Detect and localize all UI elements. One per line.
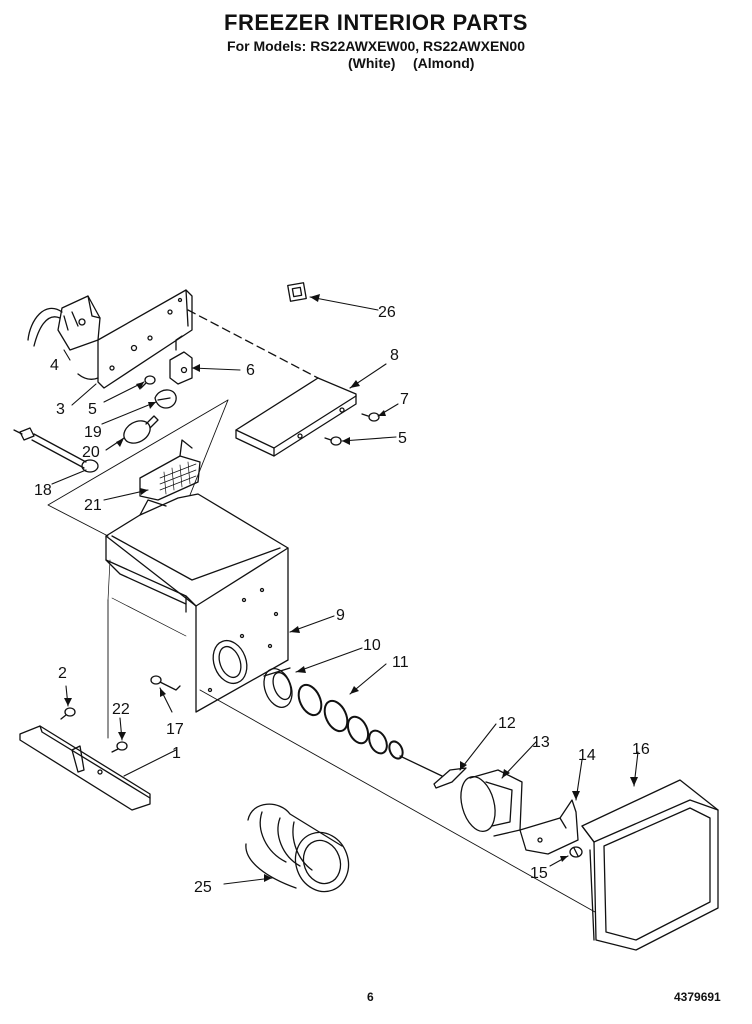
part-10-bearing	[263, 667, 293, 708]
part-25-ice-motor	[245, 803, 350, 893]
models-line: For Models: RS22AWXEW00, RS22AWXEN00	[227, 38, 525, 54]
part-2-screw	[60, 707, 76, 720]
callout-1: 1	[172, 745, 181, 762]
part-1-mounting-rail	[19, 725, 151, 811]
document-number: 4379691	[674, 990, 721, 1004]
part-11-auger-spring	[297, 683, 443, 777]
part-3-control-bracket	[77, 289, 193, 389]
page-title: FREEZER INTERIOR PARTS	[224, 10, 528, 35]
part-20-light-bulb	[123, 415, 159, 444]
part-9-ice-bucket	[105, 493, 289, 713]
callout-labels: 1 2 3 4 5 5 6 7 8 9 10 11 12 13 14 15 16…	[34, 304, 650, 896]
callout-18: 18	[34, 482, 52, 499]
callout-7: 7	[400, 391, 409, 408]
alignment-lines	[47, 399, 596, 913]
part-6-switch	[169, 335, 193, 385]
part-8-cover-panel	[235, 377, 357, 457]
callout-16: 16	[632, 741, 650, 758]
callout-26: 26	[378, 304, 396, 321]
callout-10: 10	[363, 637, 381, 654]
callout-5-lower: 5	[398, 430, 407, 447]
part-19-light-socket	[154, 389, 177, 409]
part-5-screw-upper	[140, 375, 156, 389]
part-5-screw-lower	[324, 436, 342, 446]
callout-21: 21	[84, 497, 102, 514]
callout-3: 3	[56, 401, 65, 418]
callout-8: 8	[390, 347, 399, 364]
callout-arrowheads	[64, 294, 638, 882]
part-14-bracket	[519, 799, 579, 855]
part-18-wire-harness	[13, 427, 99, 473]
callout-5-upper: 5	[88, 401, 97, 418]
part-26-clip	[287, 282, 307, 302]
callout-11: 11	[392, 654, 409, 671]
callout-2: 2	[58, 665, 67, 682]
part-4-defrost-timer	[27, 295, 101, 351]
callout-6: 6	[246, 362, 255, 379]
callout-17: 17	[166, 721, 184, 738]
part-21-light-shield	[139, 439, 201, 501]
callout-15: 15	[530, 865, 548, 882]
callout-19: 19	[84, 424, 102, 441]
part-13-drive-housing	[460, 769, 523, 837]
variant-almond-label: (Almond)	[413, 55, 475, 71]
part-17-screw	[150, 675, 181, 691]
callout-14: 14	[578, 747, 596, 764]
callout-25: 25	[194, 879, 212, 896]
callout-4: 4	[50, 357, 59, 374]
callout-22: 22	[112, 701, 130, 718]
assembly-dashed-line	[187, 309, 319, 379]
callout-20: 20	[82, 444, 100, 461]
part-22-screw	[111, 741, 128, 753]
part-15-screw	[569, 846, 583, 858]
part-16-dispenser-housing	[581, 779, 719, 951]
callout-12: 12	[498, 715, 516, 732]
callout-9: 9	[336, 607, 345, 624]
part-12-crusher-blade	[433, 767, 467, 789]
part-7-screw	[361, 412, 380, 422]
callout-13: 13	[532, 734, 550, 751]
page-number: 6	[367, 990, 374, 1004]
variant-white-label: (White)	[348, 55, 396, 71]
